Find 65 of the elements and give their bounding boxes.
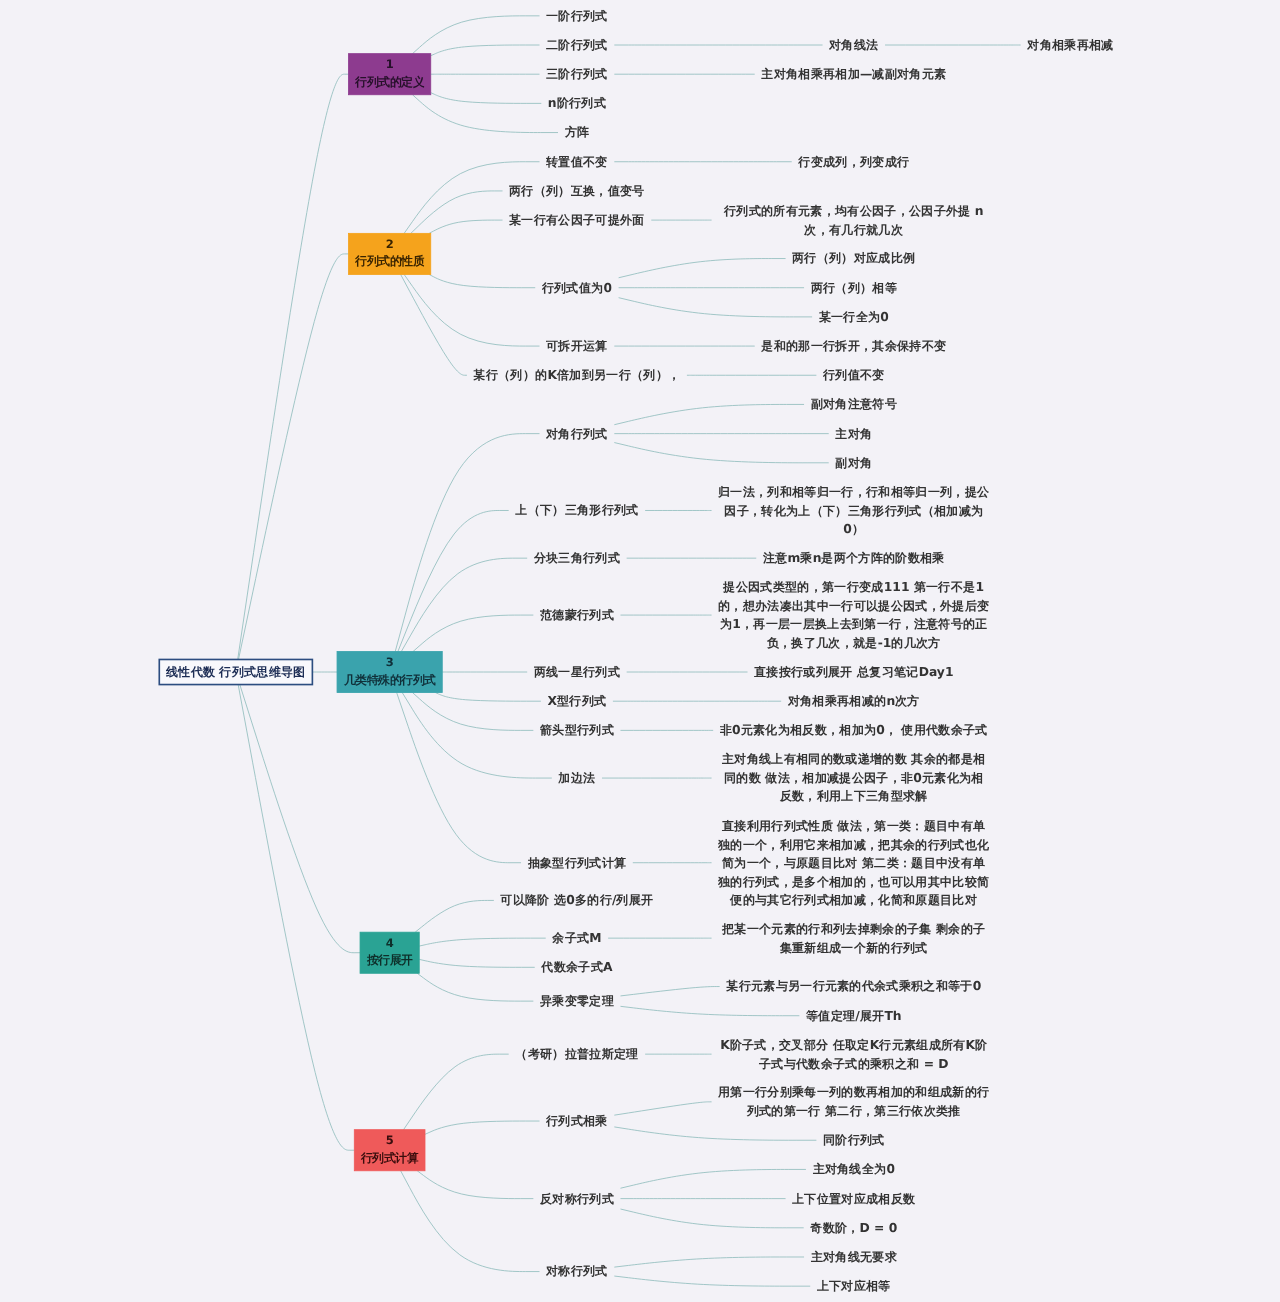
connector [430, 92, 542, 104]
connector [626, 671, 749, 673]
connector [614, 1256, 805, 1268]
connector [614, 433, 830, 435]
connector [686, 374, 818, 376]
connector [620, 1005, 801, 1017]
connector [614, 345, 756, 347]
connector [396, 692, 522, 864]
connector [614, 1275, 811, 1287]
connector [435, 692, 542, 702]
connector [614, 404, 805, 426]
connector [415, 900, 495, 933]
connector [404, 161, 541, 234]
connector [430, 73, 541, 75]
connector [404, 274, 541, 347]
connector [651, 219, 713, 221]
connector [412, 15, 541, 55]
connector [620, 729, 714, 731]
connector [884, 44, 1022, 46]
connector [417, 1170, 535, 1200]
connector [400, 274, 468, 376]
connector [419, 937, 547, 947]
connector [601, 777, 713, 779]
connector [400, 1170, 541, 1272]
connector [424, 1120, 541, 1135]
connector [618, 287, 805, 289]
connector [645, 510, 713, 511]
connector [612, 700, 782, 702]
connector [417, 972, 535, 1002]
connector [614, 44, 824, 46]
connector [237, 73, 350, 660]
connector [238, 684, 355, 1151]
connector [412, 94, 559, 133]
connector [620, 1208, 805, 1229]
connector [403, 1053, 510, 1131]
connector [402, 692, 553, 779]
connector [620, 1198, 787, 1200]
connector [632, 862, 713, 864]
connector [238, 253, 350, 660]
connector [614, 442, 830, 464]
connector [410, 190, 504, 234]
connector [239, 684, 361, 954]
connector [608, 937, 713, 939]
connector [620, 1169, 807, 1189]
connector [620, 614, 713, 616]
connector [618, 297, 813, 318]
connector [618, 258, 787, 279]
connector [401, 557, 528, 652]
connector [645, 1053, 713, 1055]
connector [620, 986, 721, 997]
connector [395, 433, 541, 652]
connector [419, 958, 536, 968]
connector [442, 671, 528, 673]
connector [614, 1101, 713, 1116]
connector [429, 219, 504, 234]
connector [614, 1126, 818, 1141]
connector [412, 692, 535, 731]
connector [397, 510, 510, 652]
connector [312, 671, 338, 673]
connector [429, 274, 536, 289]
connector [626, 557, 757, 559]
connector [614, 73, 756, 75]
connector [412, 614, 535, 652]
connector [430, 44, 541, 57]
connector [614, 161, 793, 163]
